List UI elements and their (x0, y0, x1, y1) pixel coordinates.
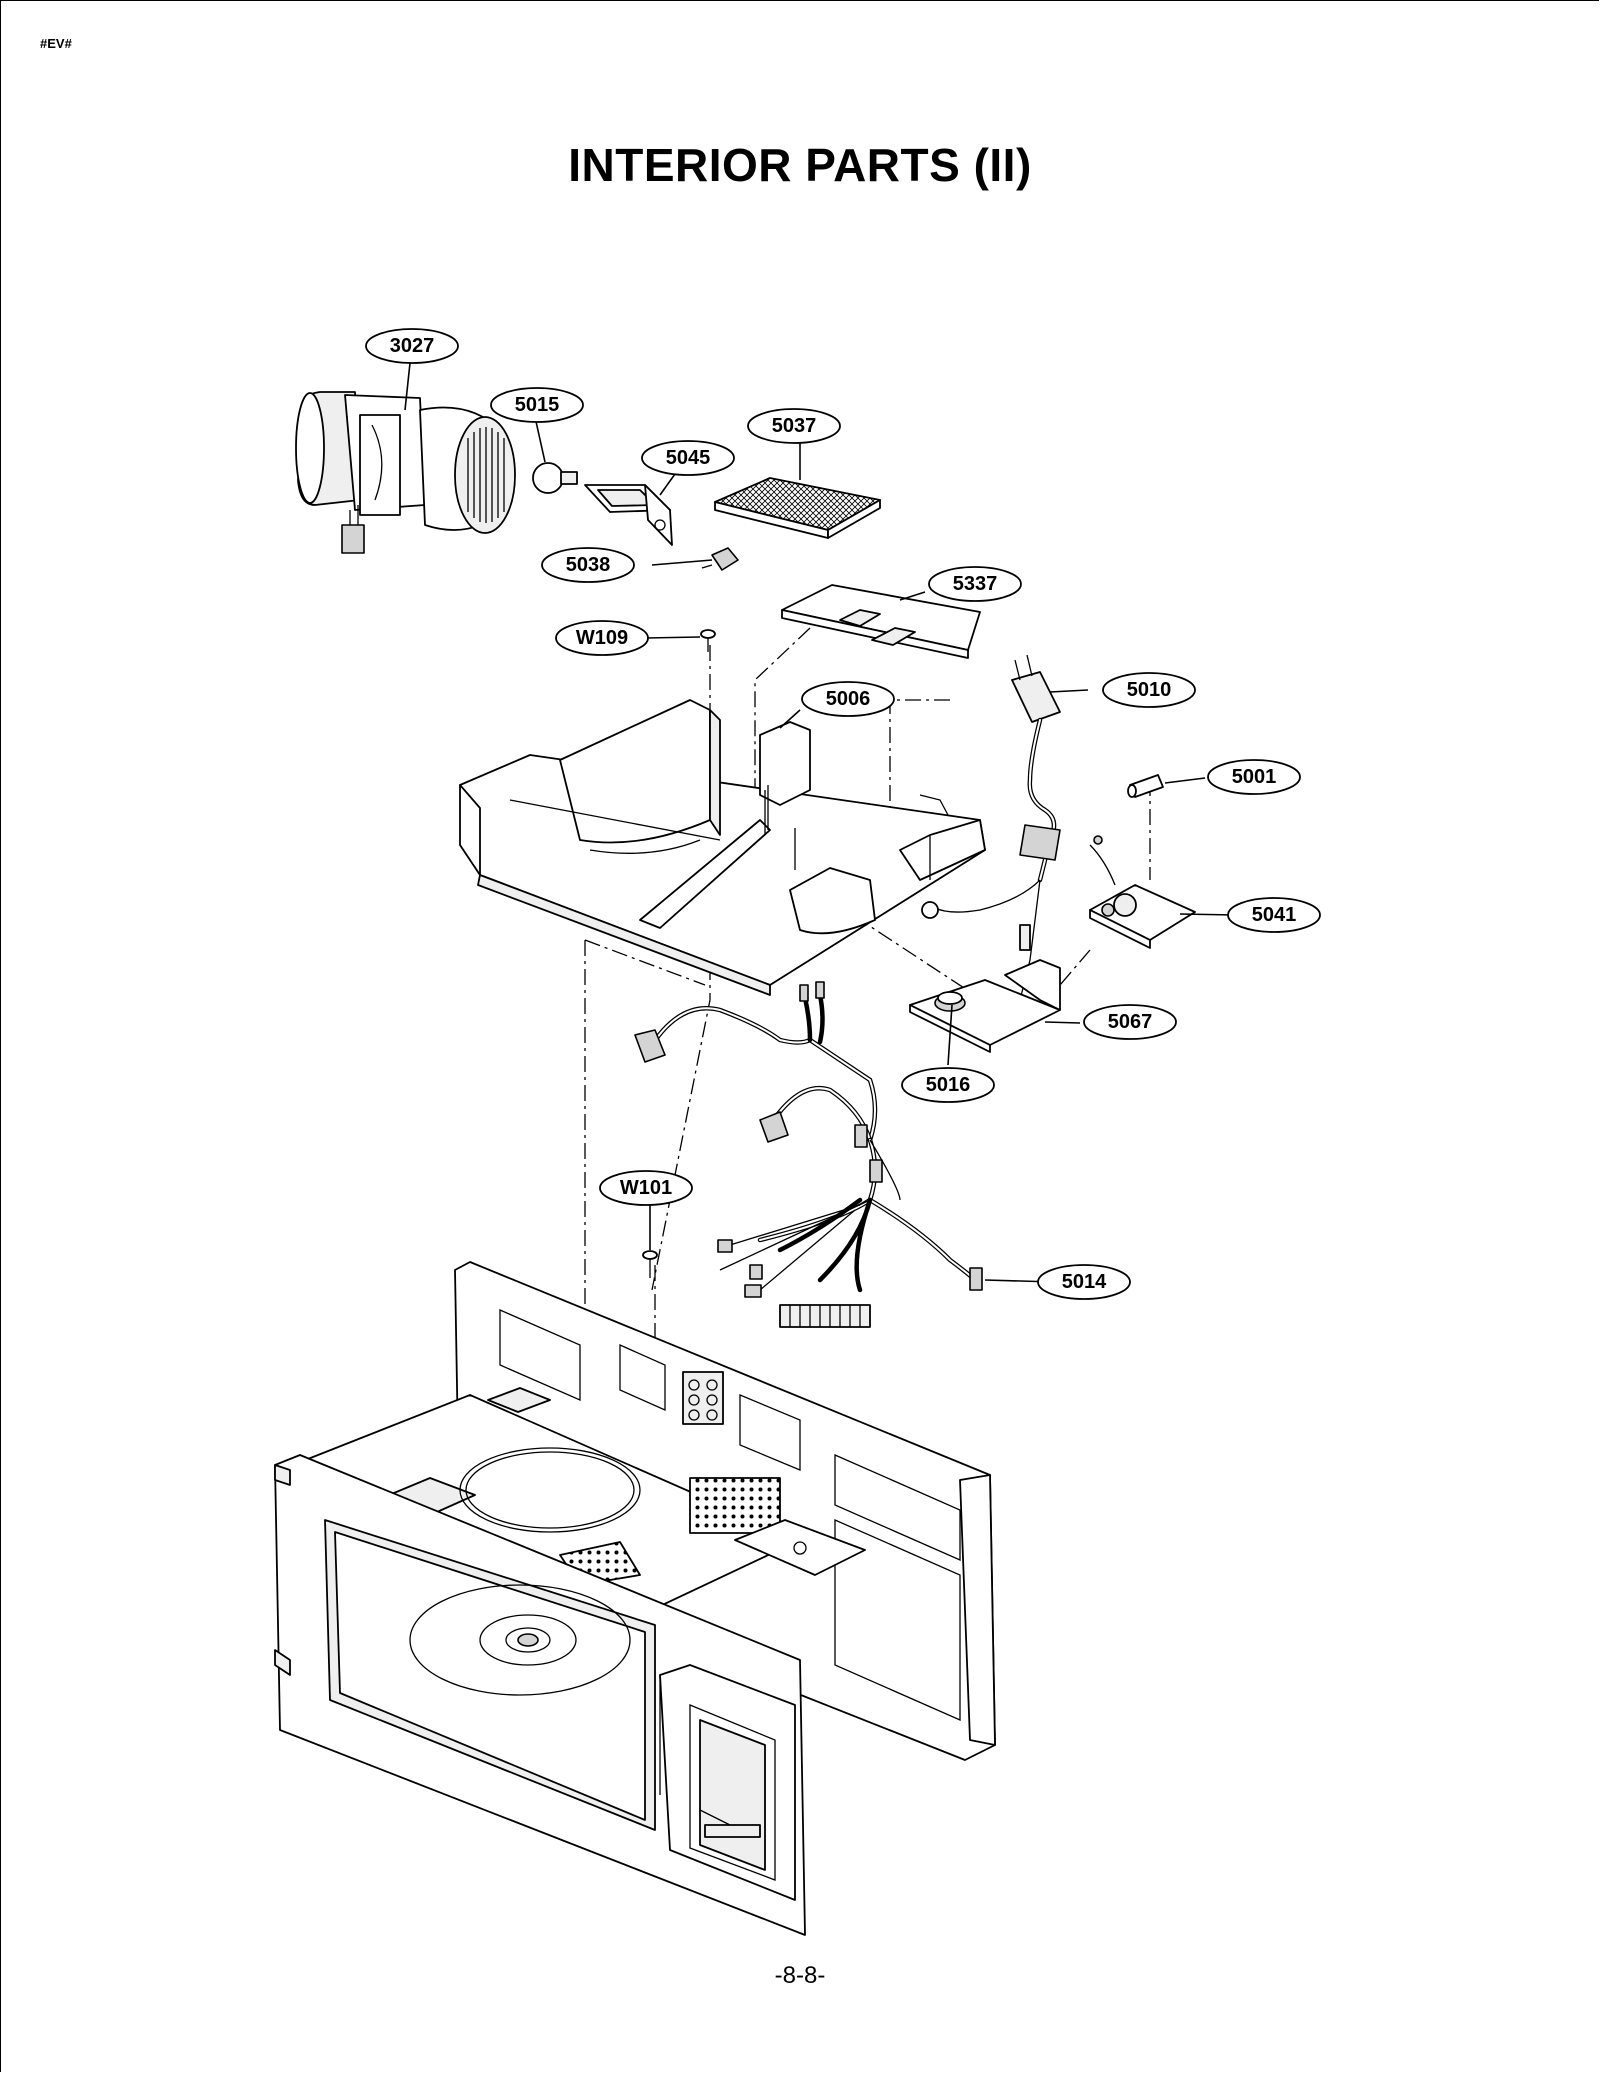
callout-5015: 5015 (490, 387, 584, 423)
callout-5041: 5041 (1227, 897, 1321, 933)
callout-label: 5045 (666, 447, 711, 469)
callout-label: W109 (576, 627, 628, 649)
callout-label: 3027 (390, 335, 435, 357)
callout-label: 5041 (1252, 904, 1297, 926)
callout-5037: 5037 (747, 408, 841, 444)
lamp-holder (584, 484, 673, 546)
callout-5337: 5337 (928, 566, 1022, 602)
callout-label: 5001 (1232, 766, 1277, 788)
cover-plate (781, 584, 981, 659)
page-title: INTERIOR PARTS (II) (568, 139, 1032, 191)
screw-w101 (642, 1250, 658, 1278)
callout-3027: 3027 (365, 328, 459, 364)
wire-harness (634, 981, 983, 1328)
thermostat (934, 991, 966, 1012)
page-number: -8-8- (774, 1962, 826, 1989)
callout-label: 5010 (1127, 679, 1172, 701)
lamp-bulb (532, 462, 578, 494)
callout-5045: 5045 (641, 440, 735, 476)
screw-w109 (700, 629, 716, 652)
callout-5014: 5014 (1037, 1264, 1131, 1300)
callout-5016: 5016 (901, 1067, 995, 1103)
callout-5006: 5006 (801, 681, 895, 717)
callout-label: 5037 (772, 415, 817, 437)
callout-label: 5006 (826, 688, 871, 710)
callout-w109: W109 (555, 620, 649, 656)
callout-w101: W101 (599, 1170, 693, 1206)
callout-label: 5014 (1062, 1271, 1107, 1293)
callout-label: 5016 (926, 1074, 971, 1096)
noise-filter (1089, 835, 1196, 949)
oven-cavity (274, 1261, 996, 1936)
fan-motor-assembly (295, 391, 516, 554)
fuse (1127, 774, 1164, 798)
grease-filter (714, 477, 881, 539)
callout-label: 5015 (515, 394, 560, 416)
callout-5038: 5038 (541, 547, 635, 583)
base-plate (459, 699, 986, 996)
callout-label: W101 (620, 1177, 672, 1199)
callout-5001: 5001 (1207, 759, 1301, 795)
callout-5067: 5067 (1083, 1004, 1177, 1040)
corner-tag: #EV# (40, 36, 72, 51)
callout-label: 5337 (953, 573, 998, 595)
callout-label: 5067 (1108, 1011, 1153, 1033)
thermostat-bracket (909, 959, 1061, 1053)
callout-5010: 5010 (1102, 672, 1196, 708)
callout-label: 5038 (566, 554, 611, 576)
power-cord (921, 654, 1061, 1001)
lamp-socket (701, 547, 739, 571)
